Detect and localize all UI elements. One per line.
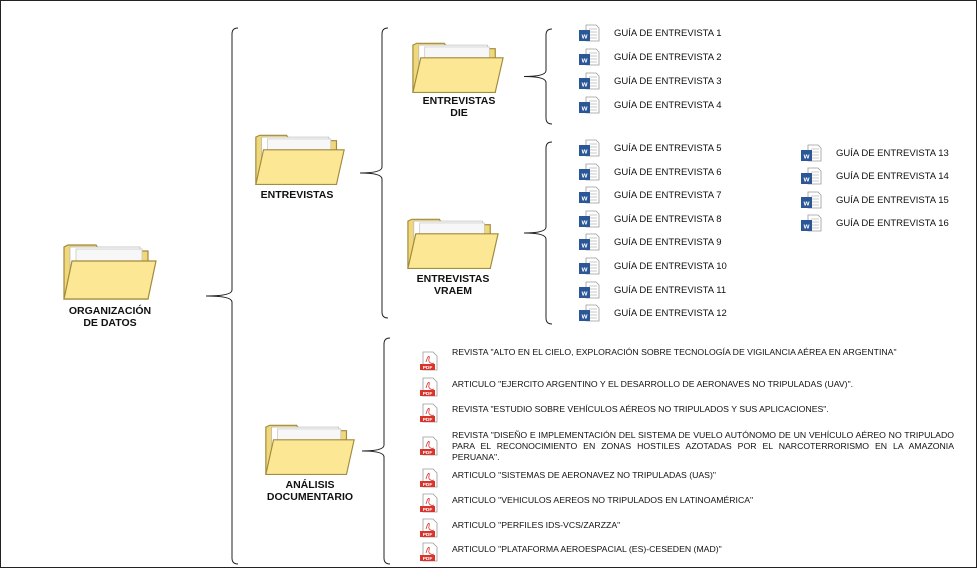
word-doc-icon: w (578, 281, 600, 304)
pdf-doc-label[interactable]: REVISTA "ALTO EN EL CIELO, EXPLORACIÓN S… (452, 347, 897, 357)
svg-text:PDF: PDF (423, 417, 433, 423)
svg-text:w: w (581, 194, 588, 203)
vraem-doc-label[interactable]: GUÍA DE ENTREVISTA 7 (614, 190, 722, 202)
svg-text:PDF: PDF (423, 532, 433, 538)
svg-text:w: w (581, 265, 588, 274)
brace-vraem (523, 141, 553, 325)
pdf-icon: PDF (418, 493, 440, 518)
vraem-doc-label[interactable]: GUÍA DE ENTREVISTA 15 (836, 194, 949, 206)
svg-text:w: w (581, 241, 588, 250)
die-doc-label[interactable]: GUÍA DE ENTREVISTA 2 (614, 52, 722, 63)
svg-text:PDF: PDF (423, 556, 433, 562)
svg-text:w: w (581, 288, 588, 297)
brace-entrevistas (359, 27, 389, 319)
vraem-doc-label[interactable]: GUÍA DE ENTREVISTA 9 (614, 237, 722, 249)
node-analisis-label: ANÁLISIS DOCUMENTARIO (266, 479, 354, 503)
brace-root (205, 27, 239, 565)
pdf-doc-label[interactable]: REVISTA "DISEÑO E IMPLEMENTACIÓN DEL SIS… (452, 430, 954, 462)
vraem-doc-label[interactable]: GUÍA DE ENTREVISTA 10 (614, 261, 727, 272)
word-doc-icon: w (578, 257, 600, 280)
svg-text:w: w (581, 104, 588, 113)
node-vraem-label: ENTREVISTAS VRAEM (416, 273, 490, 297)
pdf-icon: PDF (418, 468, 440, 493)
vraem-doc-label[interactable]: GUÍA DE ENTREVISTA 8 (614, 213, 722, 225)
svg-text:PDF: PDF (423, 507, 433, 513)
word-doc-icon: w (578, 304, 600, 327)
svg-text:w: w (581, 312, 588, 321)
svg-text:PDF: PDF (423, 365, 433, 371)
svg-text:w: w (803, 221, 810, 230)
svg-text:w: w (581, 56, 588, 65)
folder-icon-vraem (404, 212, 502, 272)
pdf-doc-label[interactable]: ARTICULO "VEHICULOS AEREOS NO TRIPULADOS… (452, 495, 754, 505)
vraem-doc-label[interactable]: GUÍA DE ENTREVISTA 11 (614, 284, 727, 296)
word-doc-icon: w (800, 167, 822, 190)
die-doc-label[interactable]: GUÍA DE ENTREVISTA 4 (614, 100, 722, 111)
svg-text:w: w (803, 175, 810, 184)
pdf-icon: PDF (418, 351, 440, 376)
svg-text:w: w (803, 198, 810, 207)
svg-text:w: w (581, 32, 588, 41)
word-doc-icon: w (578, 72, 600, 95)
vraem-doc-label[interactable]: GUÍA DE ENTREVISTA 12 (614, 308, 727, 320)
svg-text:w: w (581, 217, 588, 226)
pdf-doc-label[interactable]: ARTICULO "PERFILES IDS-VCS/ZARZZA" (452, 520, 621, 530)
die-doc-label[interactable]: GUÍA DE ENTREVISTA 3 (614, 76, 722, 87)
word-doc-icon: w (578, 24, 600, 47)
svg-text:w: w (803, 152, 810, 161)
word-doc-icon: w (800, 191, 822, 214)
folder-icon-entrevistas (252, 128, 348, 188)
pdf-icon: PDF (418, 436, 440, 461)
vraem-doc-label[interactable]: GUÍA DE ENTREVISTA 14 (836, 171, 949, 183)
pdf-doc-label[interactable]: ARTICULO "EJERCITO ARGENTINO Y EL DESARR… (452, 379, 854, 389)
word-doc-icon: w (800, 144, 822, 167)
folder-icon-root (60, 237, 160, 303)
pdf-icon: PDF (418, 542, 440, 567)
folder-icon-analisis (262, 418, 358, 478)
word-doc-icon: w (578, 186, 600, 209)
node-entrevistas-label: ENTREVISTAS (260, 189, 334, 201)
pdf-icon: PDF (418, 403, 440, 428)
vraem-doc-label[interactable]: GUÍA DE ENTREVISTA 16 (836, 217, 949, 229)
word-doc-icon: w (578, 96, 600, 119)
word-doc-icon: w (578, 163, 600, 186)
word-doc-icon: w (578, 233, 600, 256)
word-doc-icon: w (800, 214, 822, 237)
vraem-doc-label[interactable]: GUÍA DE ENTREVISTA 13 (836, 148, 949, 159)
node-organizacion-label: ORGANIZACIÓN DE DATOS (68, 305, 152, 329)
svg-text:PDF: PDF (423, 450, 433, 456)
vraem-doc-label[interactable]: GUÍA DE ENTREVISTA 5 (614, 143, 722, 154)
word-doc-icon: w (578, 48, 600, 71)
svg-text:PDF: PDF (423, 391, 433, 397)
word-doc-icon: w (578, 139, 600, 162)
pdf-doc-label[interactable]: ARTICULO "SISTEMAS DE AERONAVEZ NO TRIPU… (452, 470, 716, 480)
pdf-icon: PDF (418, 518, 440, 543)
svg-text:PDF: PDF (423, 482, 433, 488)
die-doc-label[interactable]: GUÍA DE ENTREVISTA 1 (614, 28, 722, 39)
brace-die (523, 28, 553, 125)
word-doc-icon: w (578, 210, 600, 233)
pdf-doc-label[interactable]: REVISTA "ESTUDIO SOBRE VEHÍCULOS AÉREOS … (452, 404, 829, 414)
svg-text:w: w (581, 170, 588, 179)
svg-text:w: w (581, 147, 588, 156)
svg-text:w: w (581, 80, 588, 89)
brace-analisis (361, 337, 391, 565)
node-die-label: ENTREVISTAS DIE (422, 95, 496, 119)
folder-icon-die (409, 36, 507, 96)
pdf-icon: PDF (418, 377, 440, 402)
vraem-doc-label[interactable]: GUÍA DE ENTREVISTA 6 (614, 166, 722, 178)
pdf-doc-label[interactable]: ARTICULO "PLATAFORMA AEROESPACIAL (ES)-C… (452, 544, 722, 554)
